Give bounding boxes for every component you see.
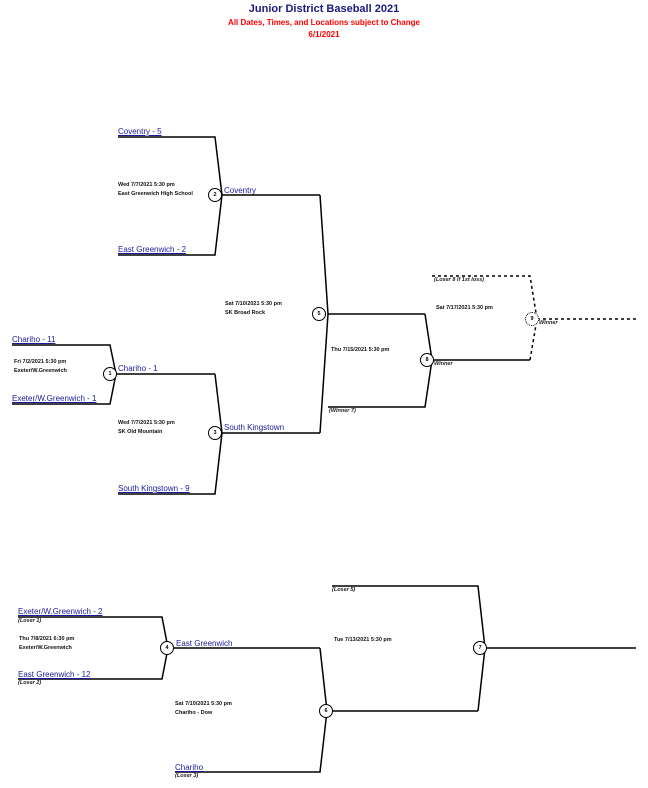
game-4-top-source: (Loser 1) <box>18 618 42 624</box>
game-9-bracket <box>432 275 538 361</box>
game-8-winner: Winner <box>434 361 453 367</box>
game-3-location: SK Old Mountain <box>118 429 163 435</box>
team-chariho-g6[interactable]: Chariho <box>175 763 204 772</box>
game-4-info: Thu 7/8/2021 6:30 pm Exeter/W.Greenwich <box>19 635 74 653</box>
game-4-location: Exeter/W.Greenwich <box>19 645 72 651</box>
game-2-node: 2 <box>208 188 222 202</box>
team-south-kingstown[interactable]: South Kingstown - 9 <box>118 484 190 493</box>
game-7-node: 7 <box>473 641 487 655</box>
game-8-bracket <box>328 313 433 408</box>
page-title: Junior District Baseball 2021 <box>248 3 400 15</box>
game-4-winner[interactable]: East Greenwich <box>176 639 233 648</box>
team-exeter-w-greenwich-g4[interactable]: Exeter/W.Greenwich - 2 <box>18 607 103 616</box>
game-1-info: Fri 7/2/2021 5:30 pm Exeter/W.Greenwich <box>14 358 67 376</box>
game-1-winner[interactable]: Chariho - 1 <box>118 364 158 373</box>
game-1-datetime: Fri 7/2/2021 5:30 pm <box>14 359 67 365</box>
game-6-info: Sat 7/10/2021 5:30 pm Chariho - Dow <box>175 700 232 718</box>
game-3-node: 3 <box>208 426 222 440</box>
game-8-bottom-source: (Winner 7) <box>329 408 356 414</box>
game-5-datetime: Sat 7/10/2021 5:30 pm <box>225 301 282 307</box>
team-chariho[interactable]: Chariho - 11 <box>12 335 56 344</box>
game-9-info: Sat 7/17/2021 5:30 pm <box>436 304 493 313</box>
game-4-node: 4 <box>160 641 174 655</box>
game-3-bracket <box>118 373 223 495</box>
game-8-node: 8 <box>420 353 434 367</box>
game-9-datetime: Sat 7/17/2021 5:30 pm <box>436 305 493 311</box>
game-5-location: SK Broad Rock <box>225 310 266 316</box>
game-4-bottom-source: (Loser 2) <box>18 680 42 686</box>
game-2-location: East Greenwich High School <box>118 191 193 197</box>
game-5-node: 5 <box>312 307 326 321</box>
game-2-datetime: Wed 7/7/2021 5:30 pm <box>118 182 175 188</box>
game-7-datetime: Tue 7/13/2021 5:30 pm <box>334 637 392 643</box>
team-east-greenwich[interactable]: East Greenwich - 2 <box>118 245 187 254</box>
game-6-location: Chariho - Dow <box>175 710 213 716</box>
game-1-location: Exeter/W.Greenwich <box>14 368 67 374</box>
game-7-bracket <box>332 585 486 712</box>
game-6-bracket <box>175 647 328 773</box>
team-exeter-w-greenwich[interactable]: Exeter/W.Greenwich - 1 <box>12 394 97 403</box>
bracket-date: 6/1/2021 <box>308 30 340 39</box>
game-7-info: Tue 7/13/2021 5:30 pm <box>334 636 392 645</box>
game-3-info: Wed 7/7/2021 5:30 pm SK Old Mountain <box>118 419 175 437</box>
game-8-info: Thu 7/15/2021 5:30 pm <box>331 346 389 355</box>
game-3-winner[interactable]: South Kingstown <box>224 423 285 432</box>
game-2-info: Wed 7/7/2021 5:30 pm East Greenwich High… <box>118 181 193 199</box>
game-6-datetime: Sat 7/10/2021 5:30 pm <box>175 701 232 707</box>
schedule-notice: All Dates, Times, and Locations subject … <box>228 18 420 27</box>
game-5-info: Sat 7/10/2021 5:30 pm SK Broad Rock <box>225 300 282 318</box>
game-6-node: 6 <box>319 704 333 718</box>
team-coventry[interactable]: Coventry - 5 <box>118 127 162 136</box>
game-9-winner: Winner <box>539 320 558 326</box>
game-4-datetime: Thu 7/8/2021 6:30 pm <box>19 636 75 642</box>
game-2-winner[interactable]: Coventry <box>224 186 257 195</box>
game-6-bottom-source: (Loser 3) <box>175 773 199 779</box>
game-9-node: 9 <box>525 312 539 326</box>
game-8-datetime: Thu 7/15/2021 5:30 pm <box>331 347 390 353</box>
game-1-node: 1 <box>103 367 117 381</box>
game-7-top-source: (Loser 5) <box>332 587 356 593</box>
team-east-greenwich-g4[interactable]: East Greenwich - 12 <box>18 670 91 679</box>
game-3-datetime: Wed 7/7/2021 5:30 pm <box>118 420 175 426</box>
game-9-top-source: (Loser 8 if 1st loss) <box>434 277 485 283</box>
